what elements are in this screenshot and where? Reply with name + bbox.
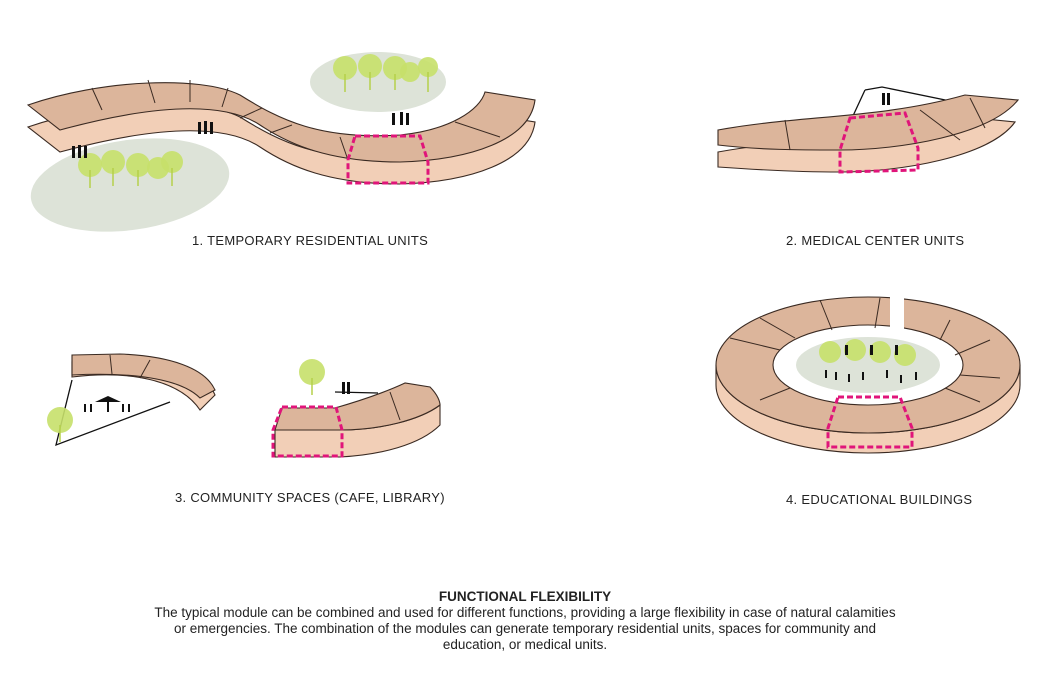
diagram-4-label: 4. EDUCATIONAL BUILDINGS bbox=[786, 492, 973, 507]
diagram-1-residential bbox=[26, 52, 536, 232]
diagram-2-medical bbox=[717, 86, 1020, 174]
people-icon bbox=[825, 345, 917, 383]
ring-gap bbox=[890, 290, 904, 330]
module-top bbox=[717, 94, 1020, 151]
module-top bbox=[71, 353, 216, 399]
trees bbox=[78, 54, 438, 188]
highlighted-module bbox=[826, 395, 914, 449]
diagram-4-educational bbox=[715, 290, 1021, 454]
people-icon bbox=[342, 382, 350, 394]
people-icon bbox=[72, 112, 409, 158]
park-area bbox=[796, 337, 940, 393]
caption: FUNCTIONAL FLEXIBILITY The typical modul… bbox=[150, 589, 900, 653]
outline-space bbox=[55, 379, 171, 447]
outline-space bbox=[334, 391, 379, 394]
diagram-1-label: 1. TEMPORARY RESIDENTIAL UNITS bbox=[192, 233, 429, 248]
caption-title: FUNCTIONAL FLEXIBILITY bbox=[438, 589, 612, 604]
module-top bbox=[274, 382, 441, 431]
highlighted-module bbox=[838, 111, 920, 174]
diagram-2-label: 2. MEDICAL CENTER UNITS bbox=[786, 233, 965, 248]
diagram-3-community bbox=[47, 353, 441, 458]
module-side bbox=[26, 104, 536, 185]
highlighted-module bbox=[346, 134, 430, 185]
caption-body: The typical module can be combined and u… bbox=[154, 605, 896, 652]
module-joints bbox=[91, 79, 501, 161]
highlighted-module bbox=[271, 405, 344, 458]
people-icon bbox=[882, 93, 890, 105]
cafe-furniture-icon bbox=[84, 396, 130, 412]
diagram-3-label: 3. COMMUNITY SPACES (CAFE, LIBRARY) bbox=[175, 490, 445, 505]
outline-space bbox=[864, 86, 956, 103]
